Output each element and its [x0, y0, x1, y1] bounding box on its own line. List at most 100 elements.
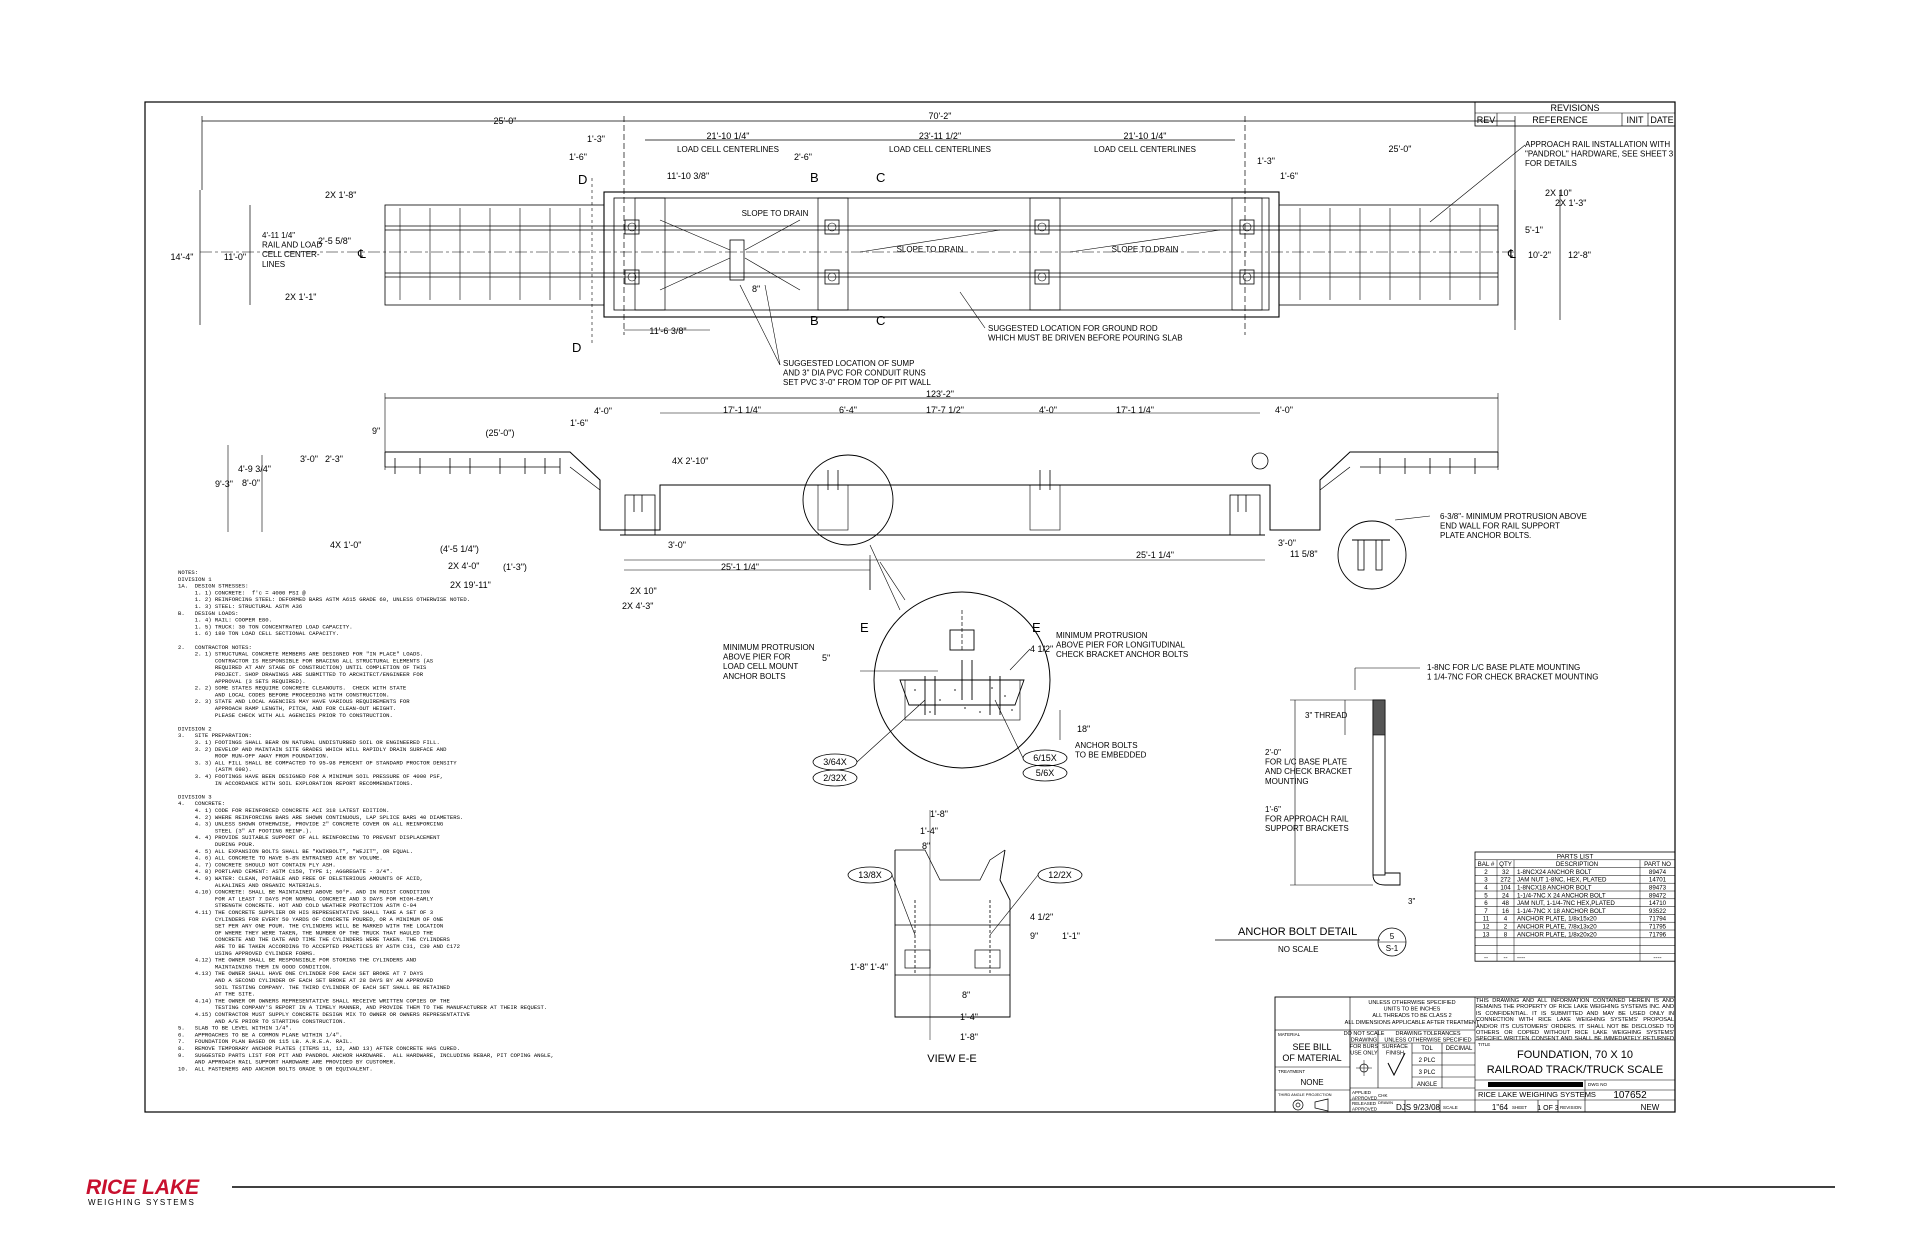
- surface-finish-symbol-icon: [1387, 1052, 1406, 1077]
- sheet-label: SHEET: [1512, 1105, 1527, 1110]
- plan-dim-5ft1: 5'-1": [1525, 225, 1543, 235]
- anchor-ref-bottom: S-1: [1386, 944, 1399, 953]
- note-line: IN ACCORDANCE WITH SOIL EXPLORATION REPO…: [178, 780, 413, 787]
- elev-dim-overall: 123'-2": [926, 389, 954, 399]
- elev-dim-1ft3: (1'-3"): [503, 562, 527, 572]
- ee-dim-5: 1'-4": [870, 962, 888, 972]
- drawing-title-line1: FOUNDATION, 70 X 10: [1517, 1049, 1633, 1061]
- elev-dim-3ft-b: 3'-0": [1278, 538, 1296, 548]
- plan-dim-2ft6: 2'-6": [794, 152, 812, 162]
- elev-dim-4ft9: 4'-9 3/4": [238, 464, 271, 474]
- sheet-value: 1 OF 3: [1537, 1105, 1559, 1112]
- parts-list-cell: 8: [1504, 931, 1508, 938]
- parts-list-cell: 89474: [1649, 869, 1667, 876]
- anchor-ref-top: 5: [1390, 932, 1395, 941]
- note-line: 3. 4) FOOTINGS HAVE BEEN DESIGNED FOR A …: [178, 773, 443, 780]
- elev-dim-9ft3: 9'-3": [215, 479, 233, 489]
- parts-list-cell: 272: [1500, 877, 1511, 884]
- note-line: 7. FOUNDATION PLAN BASED ON 115 LB. A.R.…: [178, 1038, 353, 1045]
- drawing-border: [144, 101, 1676, 1113]
- elev-dim-25ft1-b: 25'-1 1/4": [1136, 550, 1174, 560]
- parts-list-cell: ----: [1653, 955, 1661, 962]
- note-line: AND LOCAL CODES BEFORE PROCEEDING WITH C…: [178, 691, 389, 698]
- ee-dim-11: 1'-8": [960, 1032, 978, 1042]
- note-line: 9. SUGGESTED PARTS LIST FOR PIT AND PAND…: [178, 1052, 554, 1059]
- parts-list-cell: 14701: [1649, 877, 1667, 884]
- note-line: 2. 3) STATE AND LOCAL AGENCIES MAY HAVE …: [178, 698, 410, 705]
- note-line: 1. 2) REINFORCING STEEL: DEFORMED BARS A…: [178, 596, 470, 603]
- elev-dim-4ft-mid: 4'-0": [1039, 405, 1057, 415]
- note-line: 1. 6) 180 TON LOAD CELL SECTIONAL CAPACI…: [178, 630, 339, 637]
- min-protrusion-lc-dim: 5": [822, 653, 830, 663]
- revisions-header-rev: REV: [1477, 115, 1496, 125]
- footer: RICE LAKE WEIGHING SYSTEMS: [86, 1176, 1835, 1207]
- plan-dim-1ft6-right: 1'-6": [1280, 171, 1298, 181]
- note-line: AND A SECOND CYLINDER OF EACH SET BROKE …: [178, 977, 434, 984]
- elev-dim-3ft: 3'-0": [300, 454, 318, 464]
- note-line: CONCRETE AND THE DATE AND TIME THE CYLIN…: [178, 936, 451, 943]
- note-line: 3. SITE PREPARATION:: [178, 732, 252, 739]
- dwg-no: 107652: [1613, 1090, 1647, 1101]
- note-line: 1A. DESIGN STRESSES:: [178, 583, 249, 590]
- elev-dim-6ft4: 6'-4": [839, 405, 857, 415]
- note-line: APPROACH RAMP LENGTH, PITCH, AND FOR CLE…: [178, 705, 396, 712]
- note-line: 2. 2) SOME STATES REQUIRE CONCRETE CLEAN…: [178, 685, 407, 692]
- parts-list-cell: 32: [1502, 869, 1509, 876]
- parts-list-cell: 71794: [1649, 916, 1667, 923]
- elev-dim-25ft1-a: 25'-1 1/4": [721, 562, 759, 572]
- view-ee: VIEW E-E 1'-8" 1'-4" 8" 1'-8" 1'-4" 4 1/…: [847, 809, 1083, 1065]
- plan-dim-1ft3-right: 1'-3": [1257, 156, 1275, 166]
- elevation-view: 123'-2" 4'-0" 1'-6" 9" (25'-0") 17'-1 1/…: [215, 389, 1587, 611]
- slope-to-drain-1: SLOPE TO DRAIN: [742, 209, 809, 218]
- ee-dim-7: 9": [1030, 931, 1038, 941]
- note-line: 1. 1) CONCRETE: f'c = 4000 PSI @: [178, 589, 306, 596]
- note-line: PLEASE CHECK WITH ALL AGENCIES PRIOR TO …: [178, 712, 393, 719]
- note-line: DURING POUR.: [178, 841, 255, 848]
- load-cell-label-2: LOAD CELL CENTERLINES: [889, 145, 991, 154]
- plan-dim-span1: 21'-10 1/4": [707, 131, 750, 141]
- bubble-2-32x: 2/32X: [823, 773, 847, 783]
- note-line: 4.13) THE OWNER SHALL HAVE ONE CYLINDER …: [178, 970, 424, 977]
- note-line: MAINTAINING THEM IN GOOD CONDITION.: [178, 963, 332, 970]
- general-notes: NOTES:DIVISION 11A. DESIGN STRESSES: 1. …: [178, 569, 554, 1072]
- note-line: AT THE SITE.: [178, 991, 255, 998]
- elev-dim-4ft-left: 4'-0": [594, 406, 612, 416]
- parts-list-cell: JAM NUT 1-8NC, HEX, PLATED: [1517, 877, 1607, 884]
- min-protrusion-check-dim: 4 1/2": [1030, 644, 1053, 654]
- note-line: PROJECT. SHOP DRAWINGS ARE SUBMITTED TO …: [178, 671, 424, 678]
- parts-list-cell: 4: [1484, 885, 1488, 892]
- revision-label: REVISION: [1560, 1105, 1582, 1110]
- note-line: AND A/E PRIOR TO STARTING CONSTRUCTION.: [178, 1018, 346, 1025]
- note-line: 8. REMOVE TEMPORARY ANCHOR PLATES (ITEMS…: [178, 1045, 460, 1052]
- parts-list-cell: 14710: [1649, 900, 1667, 907]
- note-line: (ASTM 698).: [178, 766, 252, 773]
- plan-dim-11ft: 11'-10 3/8": [667, 171, 709, 181]
- note-line: 2. 1) STRUCTURAL CONCRETE MEMBERS ARE DE…: [178, 651, 423, 658]
- parts-list-cell: 71795: [1649, 924, 1667, 931]
- parts-list-cell: 104: [1500, 885, 1511, 892]
- parts-list-cell: 7: [1484, 908, 1488, 915]
- revisions-header-init: INIT: [1627, 115, 1645, 125]
- confidential-notice: THIS DRAWING AND ALL INFORMATION CONTAIN…: [1476, 998, 1674, 1040]
- plan-dim-25ft-left: 25'-0": [494, 116, 517, 126]
- scale-label: SCALE: [1443, 1105, 1458, 1110]
- plan-dim-11ft6: 11'-6 3/8": [649, 326, 686, 336]
- revision-value: NEW: [1641, 1103, 1660, 1112]
- note-line: AND APPROACH RAIL SUPPORT HARDWARE ARE P…: [178, 1059, 396, 1066]
- elev-dim-9in: 9": [372, 426, 380, 436]
- note-line: DIVISION 2: [178, 725, 212, 732]
- note-line: 1. 4) RAIL: COOPER E80.: [178, 617, 272, 624]
- note-line: 4. 2) WHERE REINFORCING BARS ARE SHOWN C…: [178, 814, 463, 821]
- parts-list-header: DESCRIPTION: [1556, 861, 1598, 868]
- elev-dim-17ft-a: 17'-1 1/4": [723, 405, 761, 415]
- note-line: 4. 1) CODE FOR REINFORCED CONCRETE ACI 3…: [178, 807, 389, 814]
- note-line: DIVISION 1: [178, 576, 212, 583]
- parts-list-cell: 2: [1484, 869, 1488, 876]
